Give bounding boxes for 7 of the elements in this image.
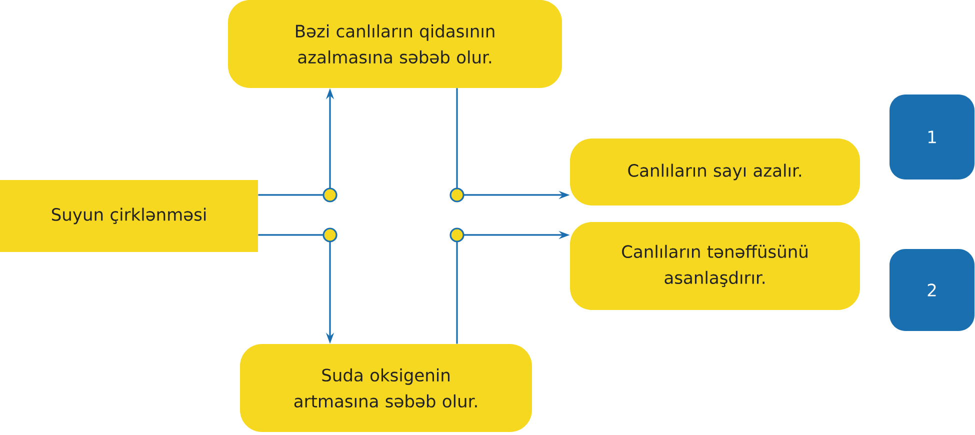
- effect-box: Suda oksigenin artmasına səbəb olur.: [240, 344, 532, 432]
- number-badge: 2: [890, 248, 974, 331]
- effect-box: Bəzi canlıların qidasının azalmasına səbəb olur.: [228, 0, 562, 88]
- result-box: Canlıların tənəffüsünü asanlaşdırır.: [570, 222, 860, 310]
- number-badge: 1: [890, 94, 974, 180]
- cause-box: Suyun çirklənməsi: [0, 180, 258, 252]
- result-box: Canlıların sayı azalır.: [570, 138, 860, 206]
